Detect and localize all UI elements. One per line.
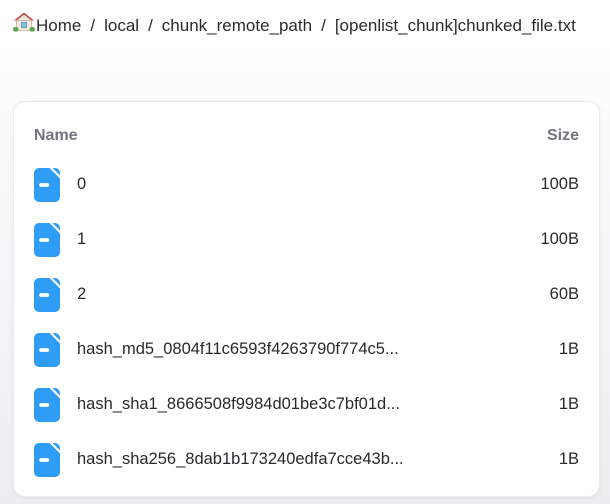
file-row[interactable]: 1 100B [34, 212, 579, 267]
file-row[interactable]: hash_sha1_8666508f9984d01be3c7bf01d... 1… [34, 377, 579, 432]
file-name: 0 [77, 175, 87, 193]
file-size: 60B [549, 285, 579, 303]
breadcrumb-item-2[interactable]: chunk_remote_path [162, 13, 312, 39]
breadcrumb-item-label: chunk_remote_path [161, 16, 313, 35]
breadcrumb-item-0[interactable]: Home [13, 11, 81, 41]
file-icon [34, 332, 60, 367]
breadcrumb-separator: / [148, 16, 153, 35]
file-size: 1B [558, 340, 579, 358]
file-name: 2 [77, 285, 87, 303]
file-icon [34, 442, 60, 477]
file-name: 1 [77, 230, 87, 248]
file-size: 100B [540, 230, 579, 248]
file-row[interactable]: 2 60B [34, 267, 579, 322]
breadcrumb-separator: / [90, 16, 96, 35]
breadcrumb-item-label: local [104, 16, 140, 35]
file-name: hash_sha1_8666508f9984d01be3c7bf01d... [77, 395, 400, 413]
file-icon [34, 277, 60, 312]
file-size: 1B [558, 395, 579, 413]
file-list-card: Name Size 0 100B 1 100B [13, 101, 600, 497]
file-row[interactable]: hash_md5_0804f11c6593f4263790f774c5... 1… [34, 322, 579, 377]
file-list-header: Name Size [34, 118, 579, 154]
breadcrumb-item-1[interactable]: local [104, 13, 139, 39]
file-icon [34, 222, 60, 257]
file-name: hash_md5_0804f11c6593f4263790f774c5... [77, 340, 399, 358]
breadcrumb-item-3: [openlist_chunk]chunked_file.txt [335, 13, 576, 39]
file-icon [34, 167, 60, 202]
file-name: hash_sha256_8dab1b173240edfa7cce43b... [77, 450, 404, 468]
breadcrumb-item-label: [openlist_chunk]chunked_file.txt [334, 16, 576, 35]
file-size: 1B [558, 450, 579, 468]
file-list-body: 0 100B 1 100B 2 60B [34, 157, 579, 487]
column-header-name[interactable]: Name [34, 127, 78, 144]
file-row[interactable]: hash_sha256_8dab1b173240edfa7cce43b... 1… [34, 432, 579, 487]
breadcrumb-separator: / [321, 16, 326, 35]
home-icon [13, 11, 35, 41]
breadcrumb-item-label: Home [36, 16, 82, 35]
breadcrumb: Home / local / chunk_remote_path / [open… [0, 0, 610, 41]
column-header-size[interactable]: Size [546, 127, 579, 144]
file-icon [34, 387, 60, 422]
file-size: 100B [540, 175, 579, 193]
file-row[interactable]: 0 100B [34, 157, 579, 212]
